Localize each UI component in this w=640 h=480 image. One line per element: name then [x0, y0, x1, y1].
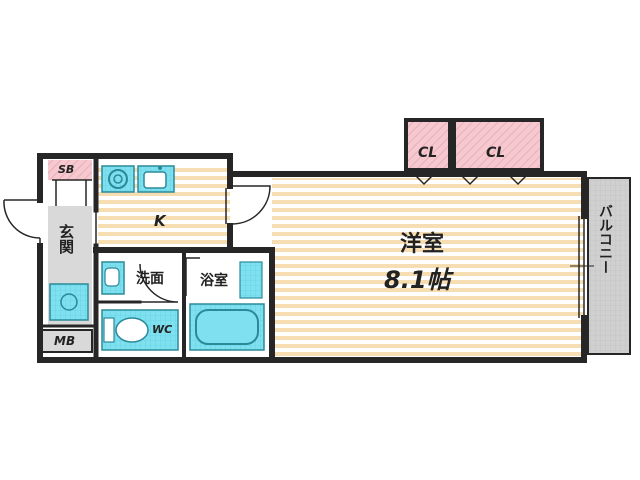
bathroom-label: 浴室: [200, 273, 228, 289]
closet-right-label: CL: [486, 145, 506, 161]
toilet-label: WC: [152, 323, 173, 336]
washroom-label: 洗面: [136, 271, 164, 287]
closet-left: [404, 118, 452, 172]
shoe-box-label: SB: [58, 163, 75, 176]
stove-burner: [108, 169, 128, 189]
meter-box-label: MB: [54, 334, 76, 348]
entrance-label: 玄関: [57, 224, 75, 254]
shoe-box: [48, 160, 92, 180]
kitchen-label: K: [154, 212, 166, 230]
walls: [37, 153, 587, 363]
closet-right: [452, 118, 544, 172]
western-room-size: 8.1帖: [384, 266, 451, 294]
doors: [3, 175, 528, 303]
washer-space: [49, 283, 89, 321]
balcony-label: バルコニー: [597, 204, 613, 274]
western-room-floor: [272, 178, 584, 358]
closet-left-label: CL: [418, 145, 438, 161]
western-room-name: 洋室: [400, 232, 445, 257]
